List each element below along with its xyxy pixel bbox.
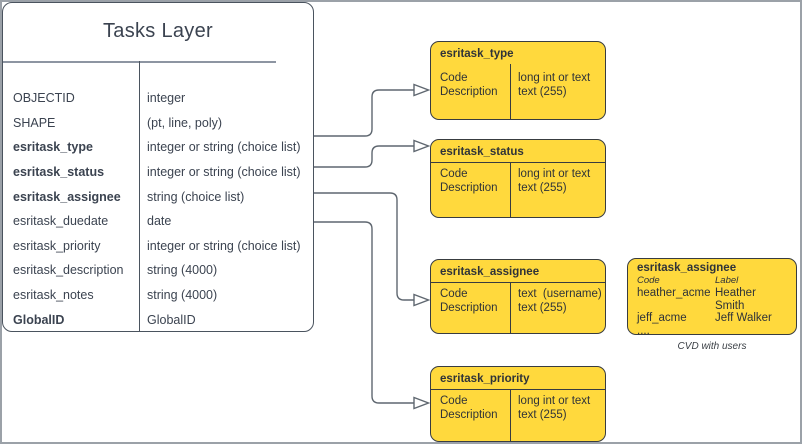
domain-box-title: esritask_priority bbox=[440, 373, 530, 385]
field-type: integer bbox=[147, 91, 186, 106]
domain-box-title: esritask_assignee bbox=[440, 266, 540, 278]
field-type: integer or string (choice list) bbox=[147, 238, 301, 253]
table-rows: OBJECTID integer SHAPE (pt, line, poly) … bbox=[3, 86, 313, 332]
field-type: (pt, line, poly) bbox=[147, 115, 223, 130]
field-type: string (4000) bbox=[147, 288, 218, 303]
cvd-user-row: heather_acme Heather Smith bbox=[637, 287, 787, 312]
table-row-globalid: GlobalID GlobalID bbox=[3, 307, 313, 332]
field-name: esritask_priority bbox=[13, 238, 101, 253]
tasks-layer-table: Tasks Layer OBJECTID integer SHAPE (pt, … bbox=[2, 2, 314, 332]
table-row-esritask-description: esritask_description string (4000) bbox=[3, 258, 313, 283]
cvd-caption: CVD with users bbox=[677, 341, 747, 352]
field-name: esritask_duedate bbox=[13, 214, 109, 229]
domain-box-body: Code Description text (username) text (2… bbox=[431, 282, 605, 333]
field-name: esritask_type bbox=[13, 140, 93, 155]
description-label: Description bbox=[440, 181, 498, 194]
open-arrowhead-icon bbox=[413, 83, 431, 97]
code-label: Code bbox=[440, 168, 468, 180]
field-name: GlobalID bbox=[13, 312, 65, 327]
domain-box-title: esritask_type bbox=[440, 48, 514, 60]
table-row-shape: SHAPE (pt, line, poly) bbox=[3, 111, 313, 136]
cvd-box-esritask-assignee: esritask_assignee Code Label heather_acm… bbox=[627, 258, 797, 337]
description-type: text (255) bbox=[518, 85, 567, 98]
cvd-header-label: Label bbox=[715, 275, 739, 286]
field-name: esritask_description bbox=[13, 263, 124, 278]
code-label: Code bbox=[440, 72, 468, 84]
code-label: Code bbox=[440, 395, 468, 407]
cvd-user-label: Jeff Walker bbox=[715, 312, 772, 324]
field-type: date bbox=[147, 214, 172, 229]
open-arrowhead-icon bbox=[413, 396, 431, 410]
field-type: integer or string (choice list) bbox=[147, 140, 301, 155]
open-arrowhead-icon bbox=[413, 139, 431, 153]
cvd-user-code: heather_acme bbox=[637, 287, 711, 299]
domain-box-title: esritask_status bbox=[440, 146, 524, 158]
field-name: OBJECTID bbox=[13, 91, 75, 106]
domain-box-esritask-priority: esritask_priority Code Description long … bbox=[430, 366, 606, 442]
field-type: GlobalID bbox=[147, 312, 196, 327]
connector-esritask-type bbox=[314, 89, 414, 137]
description-label: Description bbox=[440, 408, 498, 421]
code-label: Code bbox=[440, 288, 468, 300]
cvd-ellipsis: .... bbox=[637, 324, 650, 337]
code-type: long int or text bbox=[518, 72, 591, 84]
table-row-esritask-type: esritask_type integer or string (choice … bbox=[3, 135, 313, 160]
table-row-esritask-priority: esritask_priority integer or string (cho… bbox=[3, 234, 313, 259]
table-row-esritask-assignee: esritask_assignee string (choice list) bbox=[3, 184, 313, 209]
open-arrowhead-icon bbox=[413, 293, 431, 307]
table-title: Tasks Layer bbox=[102, 19, 213, 42]
connector-esritask-status bbox=[314, 145, 414, 168]
domain-box-esritask-assignee: esritask_assignee Code Description text … bbox=[430, 259, 606, 334]
connector-esritask-assignee bbox=[314, 192, 414, 301]
domain-box-body: Code Description long int or text text (… bbox=[431, 64, 605, 119]
description-type: text (255) bbox=[518, 408, 567, 421]
table-row-esritask-status: esritask_status integer or string (choic… bbox=[3, 160, 313, 185]
cvd-header-row: Code Label bbox=[637, 275, 787, 287]
domain-box-esritask-type: esritask_type Code Description long int … bbox=[430, 41, 606, 120]
field-name: SHAPE bbox=[13, 115, 56, 130]
connector-esritask-priority bbox=[314, 221, 414, 404]
cvd-user-label: Heather Smith bbox=[715, 287, 756, 312]
domain-box-body: Code Description long int or text text (… bbox=[431, 389, 605, 441]
code-type: text (username) bbox=[518, 288, 602, 300]
field-name: esritask_notes bbox=[13, 288, 94, 303]
code-type: long int or text bbox=[518, 168, 591, 180]
table-row-esritask-duedate: esritask_duedate date bbox=[3, 209, 313, 234]
cvd-box-title: esritask_assignee bbox=[637, 262, 737, 274]
field-type: string (choice list) bbox=[147, 189, 245, 204]
cvd-user-row: jeff_acme Jeff Walker bbox=[637, 312, 787, 325]
field-name: esritask_assignee bbox=[13, 189, 121, 204]
field-type: integer or string (choice list) bbox=[147, 165, 301, 180]
description-label: Description bbox=[440, 85, 498, 98]
cvd-user-code: jeff_acme bbox=[637, 312, 687, 324]
description-type: text (255) bbox=[518, 181, 567, 194]
domain-box-esritask-status: esritask_status Code Description long in… bbox=[430, 139, 606, 218]
cvd-header-code: Code bbox=[637, 275, 660, 286]
table-row-esritask-notes: esritask_notes string (4000) bbox=[3, 283, 313, 308]
description-type: text (255) bbox=[518, 301, 567, 314]
field-name: esritask_status bbox=[13, 165, 105, 180]
description-label: Description bbox=[440, 301, 498, 314]
domain-box-body: Code Description long int or text text (… bbox=[431, 162, 605, 217]
table-row-objectid: OBJECTID integer bbox=[3, 86, 313, 111]
column-divider bbox=[139, 61, 140, 331]
code-type: long int or text bbox=[518, 395, 591, 407]
field-type: string (4000) bbox=[147, 263, 218, 278]
